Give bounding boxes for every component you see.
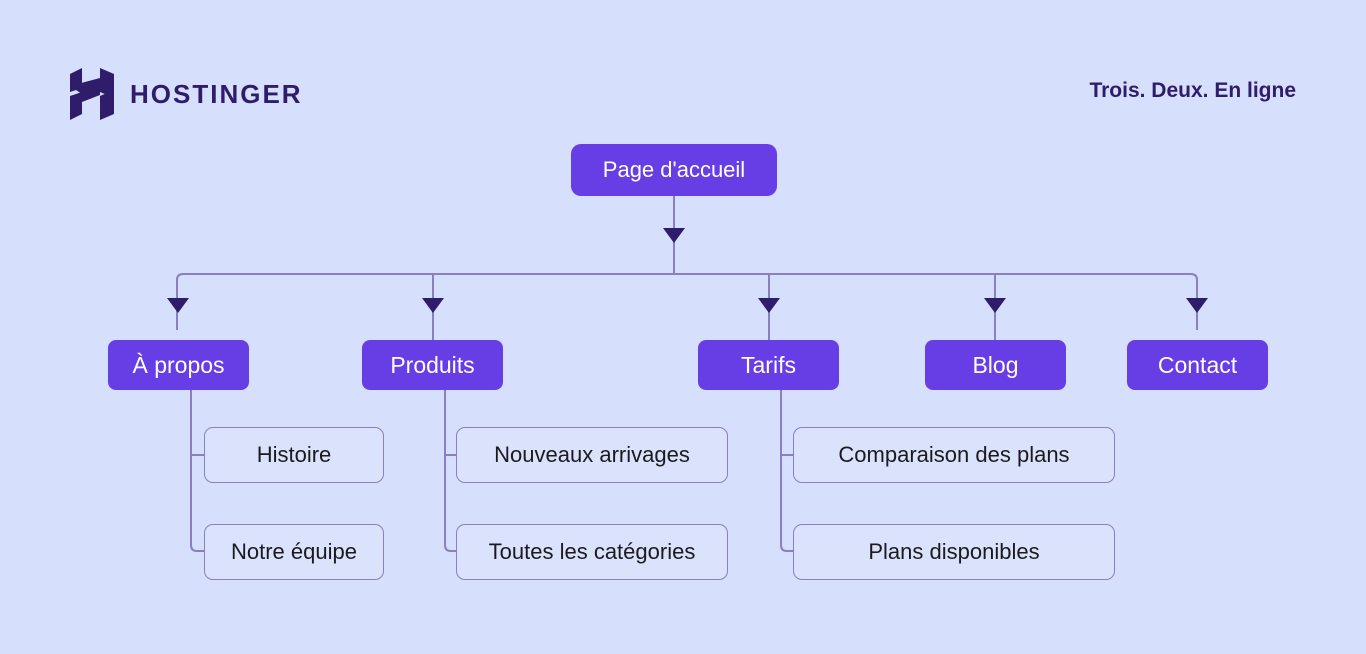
node-section-label: Blog	[972, 351, 1019, 378]
brand-name: HOSTINGER	[130, 79, 303, 109]
node-leaf-label: Plans disponibles	[868, 539, 1040, 564]
tagline: Trois. Deux. En ligne	[1089, 79, 1296, 102]
node-section-tarifs[interactable]: Tarifs	[698, 340, 839, 390]
node-root[interactable]: Page d'accueil	[571, 144, 777, 196]
node-section-contact[interactable]: Contact	[1127, 340, 1268, 390]
node-leaf-comparaison-des-plans[interactable]: Comparaison des plans	[793, 427, 1115, 483]
node-section-label: Contact	[1157, 351, 1238, 378]
node-leaf-label: Toutes les catégories	[488, 539, 696, 564]
node-section-produits[interactable]: Produits	[362, 340, 503, 390]
node-section-label: Tarifs	[741, 351, 796, 378]
node-leaf-nouveaux-arrivages[interactable]: Nouveaux arrivages	[456, 427, 728, 483]
node-leaf-label: Comparaison des plans	[838, 442, 1070, 467]
node-leaf-label: Notre équipe	[231, 539, 357, 564]
node-leaf-label: Nouveaux arrivages	[494, 442, 690, 467]
node-section-label: À propos	[132, 351, 225, 378]
node-section-label: Produits	[390, 351, 475, 378]
node-leaf-histoire[interactable]: Histoire	[204, 427, 384, 483]
node-root-label: Page d'accueil	[602, 157, 746, 182]
brand: HOSTINGER	[70, 68, 303, 120]
node-leaf-label: Histoire	[256, 442, 332, 467]
node-leaf-toutes-les-categories[interactable]: Toutes les catégories	[456, 524, 728, 580]
node-leaf-plans-disponibles[interactable]: Plans disponibles	[793, 524, 1115, 580]
node-section-blog[interactable]: Blog	[925, 340, 1066, 390]
node-leaf-notre-equipe[interactable]: Notre équipe	[204, 524, 384, 580]
arrow-heads	[167, 228, 1208, 313]
hostinger-h-logo-icon	[70, 68, 114, 120]
node-section-a-propos[interactable]: À propos	[108, 340, 249, 390]
